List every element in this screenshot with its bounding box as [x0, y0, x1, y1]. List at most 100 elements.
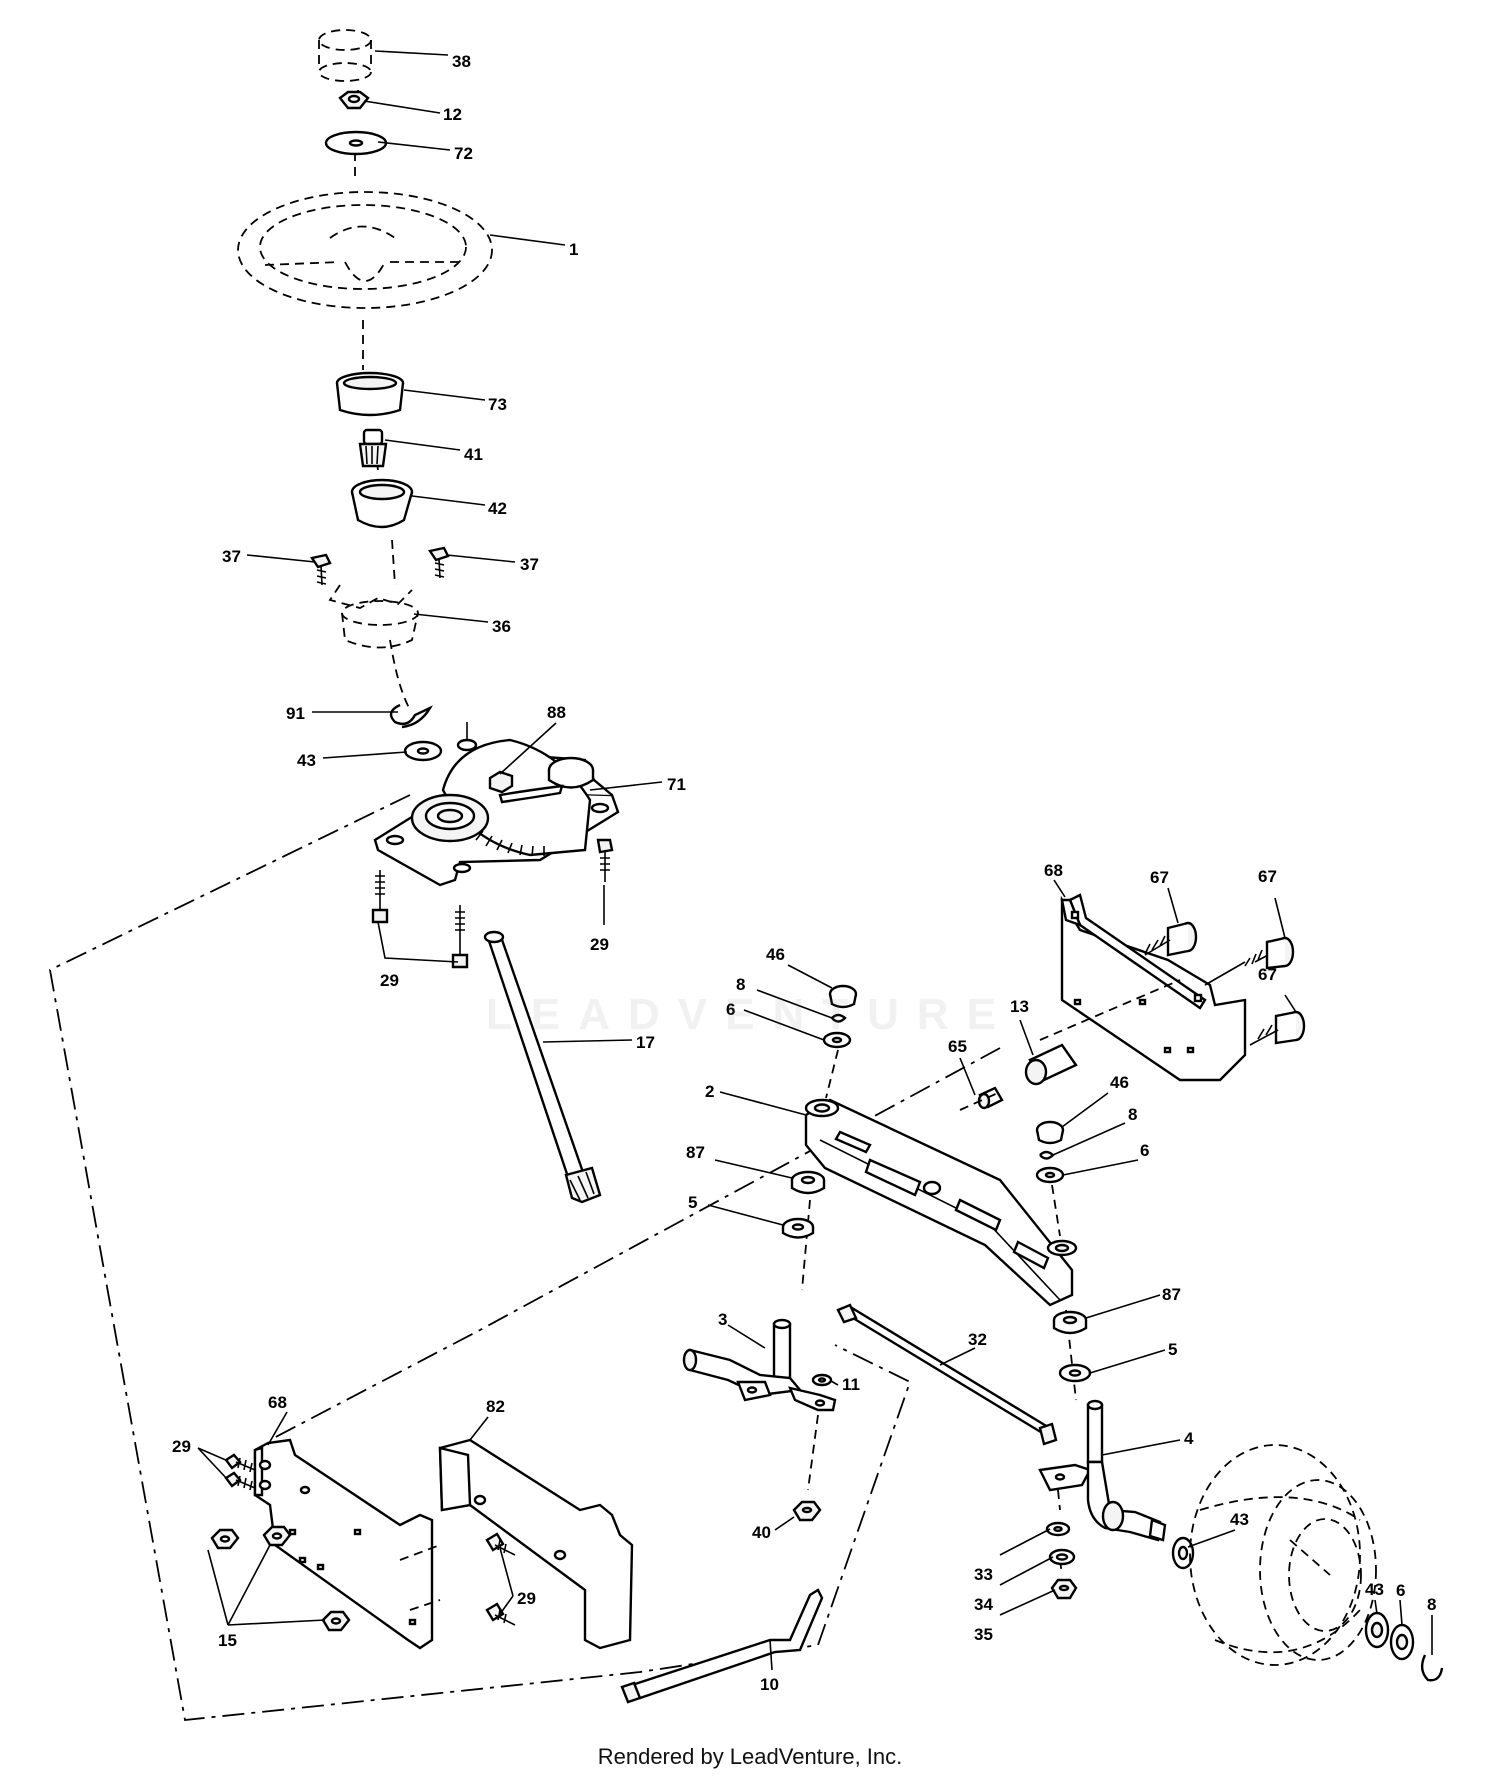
- bracket-68-right: [1060, 893, 1247, 1082]
- boot-73: [335, 371, 405, 417]
- callout-8-wheel: 8: [1427, 1595, 1436, 1614]
- bushing-41: [358, 428, 388, 468]
- cap-46-left: [828, 984, 858, 1009]
- bracket-68-left: [253, 1438, 434, 1650]
- callout-68-right: 68: [1044, 861, 1063, 880]
- steering-gear-71: [373, 722, 620, 887]
- nut-35: [1050, 1578, 1078, 1600]
- screw-37-right: [428, 546, 450, 579]
- footer-credit: Rendered by LeadVenture, Inc.: [597, 1744, 903, 1769]
- callout-29-82: 29: [517, 1589, 536, 1608]
- spindle-3: [682, 1318, 837, 1412]
- callout-43-wheel-outer: 43: [1365, 1580, 1384, 1599]
- wheel: [1189, 1444, 1377, 1666]
- nut-12: [338, 90, 370, 110]
- steering-wheel-1: [237, 191, 493, 309]
- washer-33: [1045, 1521, 1071, 1537]
- bolt-29-left: [371, 870, 389, 924]
- callout-6-left: 6: [726, 1000, 735, 1019]
- spacer-87-right: [1052, 1310, 1088, 1335]
- callout-8-right: 8: [1128, 1105, 1137, 1124]
- bolt-67-a: [1144, 921, 1198, 957]
- bolt-29-82-b: [485, 1602, 516, 1626]
- callout-29-plate: 29: [380, 971, 399, 990]
- support-36: [328, 584, 419, 649]
- callout-3: 3: [718, 1310, 727, 1329]
- bolt-29-bracket-b: [224, 1471, 256, 1491]
- washer-34: [1048, 1548, 1076, 1566]
- washer-11: [811, 1373, 833, 1387]
- callout-65: 65: [948, 1037, 967, 1056]
- nut-40: [792, 1500, 822, 1522]
- pivot-axis: [959, 979, 1181, 1111]
- callout-72: 72: [454, 144, 473, 163]
- washer-6-wheel: [1389, 1623, 1415, 1661]
- bolt-67-b: [1204, 936, 1295, 986]
- callout-32: 32: [968, 1330, 987, 1349]
- callout-38: 38: [452, 52, 471, 71]
- callout-29-gear: 29: [590, 935, 609, 954]
- washer-5-right: [1058, 1363, 1092, 1383]
- bolt-29-right: [596, 838, 614, 882]
- callout-5-left: 5: [688, 1193, 697, 1212]
- bolt-29-mid: [451, 905, 469, 969]
- bolt-67-c: [1249, 1010, 1306, 1046]
- callout-8-left: 8: [736, 975, 745, 994]
- tierod-link-axis: [807, 1414, 819, 1491]
- callout-91: 91: [286, 704, 305, 723]
- clip-8-wheel: [1420, 1654, 1444, 1682]
- callout-5-right: 5: [1168, 1340, 1177, 1359]
- callout-1: 1: [569, 240, 578, 259]
- washer-43-wheel-outer: [1364, 1611, 1390, 1649]
- callout-12: 12: [443, 105, 462, 124]
- callout-43-wheel-inner: 43: [1230, 1510, 1249, 1529]
- callout-6-right: 6: [1140, 1141, 1149, 1160]
- tie-rod-32: [836, 1303, 1058, 1446]
- callout-35: 35: [974, 1625, 993, 1644]
- bolt-29-82-a: [485, 1532, 516, 1556]
- spindle-4: [1038, 1399, 1167, 1542]
- callout-29-bracket: 29: [172, 1437, 191, 1456]
- steering-shaft-link: [389, 639, 411, 711]
- spacer-87-left: [790, 1170, 826, 1195]
- callout-13: 13: [1010, 997, 1029, 1016]
- clip-8-right: [1039, 1150, 1055, 1160]
- callout-15: 15: [218, 1631, 237, 1650]
- callout-82: 82: [486, 1397, 505, 1416]
- callout-43-top: 43: [297, 751, 316, 770]
- washer-6-right: [1035, 1166, 1065, 1184]
- callout-87-right: 87: [1162, 1285, 1181, 1304]
- callout-6-wheel: 6: [1396, 1581, 1405, 1600]
- washer-5-left: [781, 1217, 815, 1239]
- callout-11: 11: [842, 1375, 860, 1394]
- callout-46-left: 46: [766, 945, 785, 964]
- nut-15-c: [321, 1610, 351, 1632]
- cap-38: [318, 29, 372, 82]
- axle-stack-axis-left: [801, 1049, 839, 1291]
- callout-67-a: 67: [1150, 868, 1169, 887]
- callout-40: 40: [752, 1523, 771, 1542]
- washer-72: [324, 130, 388, 156]
- callout-41: 41: [464, 445, 483, 464]
- callout-88: 88: [547, 703, 566, 722]
- bearing-42: [350, 478, 414, 529]
- frame-outline-front: [269, 1047, 1001, 1441]
- callout-68-left: 68: [268, 1393, 287, 1412]
- washer-43-top: [403, 740, 443, 762]
- clip-8-left: [831, 1013, 847, 1023]
- bolt-29-bracket-a: [224, 1453, 256, 1473]
- watermark: LEADVENTURE: [485, 990, 1015, 1039]
- washer-6-left: [822, 1031, 852, 1049]
- cap-46-right: [1035, 1120, 1065, 1145]
- callout-10: 10: [760, 1675, 779, 1694]
- callout-36: 36: [492, 617, 511, 636]
- callout-67-c: 67: [1258, 965, 1277, 984]
- leader-lines: [197, 50, 1433, 1671]
- bracket-link-axis: [399, 1544, 441, 1611]
- callout-4: 4: [1184, 1429, 1194, 1448]
- bracket-82: [438, 1438, 634, 1650]
- screw-37-left: [310, 553, 332, 586]
- callout-73: 73: [488, 395, 507, 414]
- frame-outline: [48, 794, 912, 1721]
